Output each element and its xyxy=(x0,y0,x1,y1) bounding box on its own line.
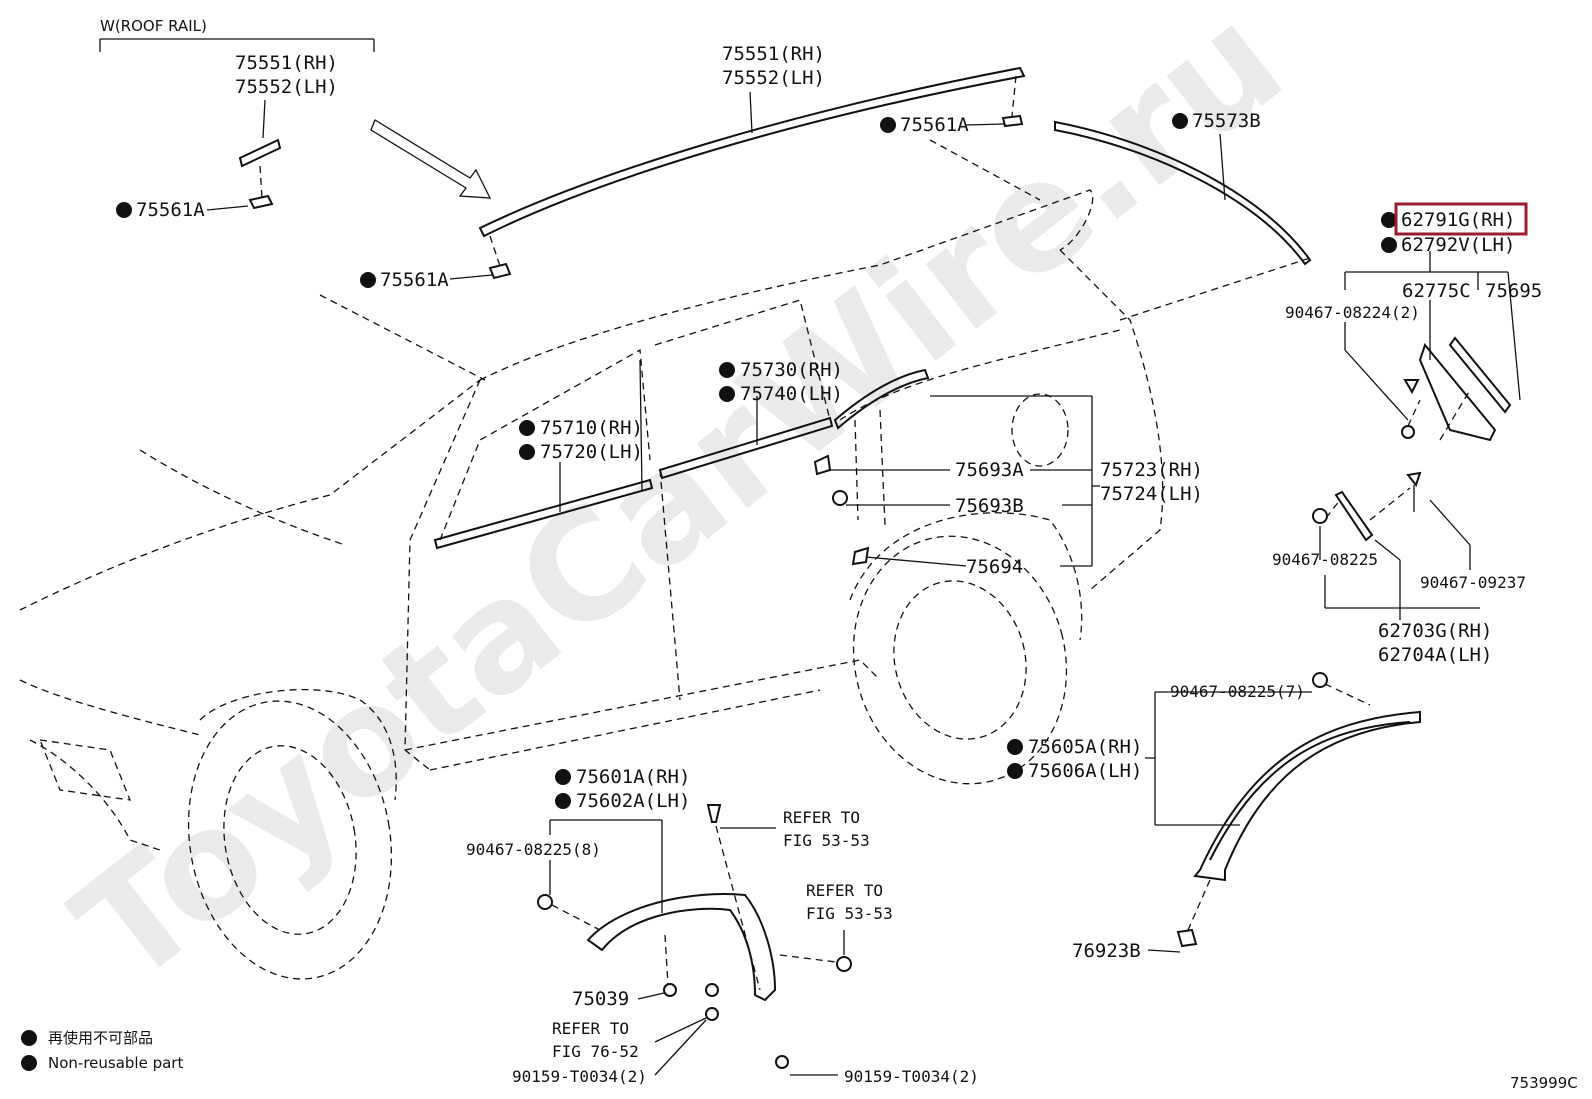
non-reusable-marker xyxy=(555,769,571,785)
part-label-75740-lh: 75740(LH) xyxy=(740,383,843,405)
refer-label-c-line2: FIG 76-52 xyxy=(552,1042,639,1061)
non-reusable-marker xyxy=(1172,113,1188,129)
non-reusable-marker xyxy=(116,202,132,218)
part-label-75723-rh: 75723(RH) xyxy=(1100,459,1203,481)
part-label-90467-08225-8: 90467-08225(8) xyxy=(466,840,601,859)
part-label-75561a-top: 75561A xyxy=(900,114,969,136)
refer-label-b-line1: REFER TO xyxy=(806,881,883,900)
part-label-75561a-left: 75561A xyxy=(136,199,205,221)
refer-label-b-line2: FIG 53-53 xyxy=(806,904,893,923)
refer-label-a-line1: REFER TO xyxy=(783,808,860,827)
part-label-75724-lh: 75724(LH) xyxy=(1100,483,1203,505)
door-window-moldings-part xyxy=(433,368,930,550)
part-label-75710-rh: 75710(RH) xyxy=(540,417,643,439)
refer-label-a-line2: FIG 53-53 xyxy=(783,831,870,850)
part-label-90467-08224: 90467-08224(2) xyxy=(1285,303,1420,322)
part-label-75720-lh: 75720(LH) xyxy=(540,441,643,463)
direction-arrow xyxy=(370,119,492,199)
rear-garnish-part xyxy=(1401,336,1512,442)
part-label-62792v-lh: 62792V(LH) xyxy=(1401,234,1515,256)
part-label-75606a-lh: 75606A(LH) xyxy=(1028,760,1142,782)
non-reusable-marker xyxy=(1007,739,1023,755)
part-label-75552-lh: 75552(LH) xyxy=(722,67,825,89)
leader-lines xyxy=(99,38,1521,1076)
part-label-75693a: 75693A xyxy=(955,459,1024,481)
vehicle-outline xyxy=(19,139,1311,980)
pillar-garnish-part xyxy=(1312,471,1422,542)
part-label-75552-lh-small: 75552(LH) xyxy=(235,76,338,98)
non-reusable-marker xyxy=(519,444,535,460)
roof-rail-part xyxy=(478,66,1026,280)
non-reusable-marker xyxy=(719,362,735,378)
non-reusable-marker xyxy=(1381,237,1397,253)
part-label-75601a-rh: 75601A(RH) xyxy=(576,766,690,788)
part-label-75695: 75695 xyxy=(1485,280,1542,302)
roof-molding-part xyxy=(1054,120,1312,266)
part-label-75039: 75039 xyxy=(572,988,629,1010)
part-label-90467-08225: 90467-08225 xyxy=(1272,550,1378,569)
part-label-75694: 75694 xyxy=(966,556,1023,578)
non-reusable-marker xyxy=(1007,763,1023,779)
part-label-76923b: 76923B xyxy=(1072,940,1141,962)
front-wheel-arch-molding-part xyxy=(537,804,852,1069)
non-reusable-marker xyxy=(719,386,735,402)
figure-code: 753999C xyxy=(1510,1074,1578,1092)
legend-marker-en xyxy=(21,1055,37,1071)
non-reusable-marker xyxy=(880,117,896,133)
rear-wheel-arch-molding-part xyxy=(1176,672,1421,948)
part-label-90467-09237: 90467-09237 xyxy=(1420,573,1526,592)
part-label-75602a-lh: 75602A(LH) xyxy=(576,790,690,812)
part-label-75561a-mid: 75561A xyxy=(380,269,449,291)
legend-jp: 再使用不可部品 xyxy=(48,1029,153,1047)
non-reusable-marker xyxy=(555,793,571,809)
part-label-90467-08225-7: 90467-08225(7) xyxy=(1170,682,1305,701)
part-label-75573b: 75573B xyxy=(1192,110,1261,132)
highlight-box[interactable] xyxy=(1394,202,1528,236)
part-label-75551-rh: 75551(RH) xyxy=(722,43,825,65)
part-label-62791g-rh[interactable]: 62791G(RH) xyxy=(1401,209,1515,231)
part-label-75605a-rh: 75605A(RH) xyxy=(1028,736,1142,758)
part-label-62704a-lh: 62704A(LH) xyxy=(1378,644,1492,666)
part-label-62775c: 62775C xyxy=(1402,280,1471,302)
legend-marker-jp xyxy=(21,1030,37,1046)
refer-label-c-line1: REFER TO xyxy=(552,1019,629,1038)
roof-rail-group-label: W(ROOF RAIL) xyxy=(100,17,207,35)
part-label-75551-rh-small: 75551(RH) xyxy=(235,52,338,74)
non-reusable-marker xyxy=(519,420,535,436)
part-label-90159-t0034-right: 90159-T0034(2) xyxy=(844,1067,979,1086)
part-label-90159-t0034-left: 90159-T0034(2) xyxy=(512,1067,647,1086)
part-label-75693b: 75693B xyxy=(955,495,1024,517)
non-reusable-marker xyxy=(1381,212,1397,228)
legend-en: Non-reusable part xyxy=(48,1054,183,1072)
non-reusable-marker xyxy=(360,272,376,288)
part-label-75730-rh: 75730(RH) xyxy=(740,359,843,381)
roof-rail-detail-part xyxy=(238,138,282,210)
part-label-62703g-rh: 62703G(RH) xyxy=(1378,620,1492,642)
